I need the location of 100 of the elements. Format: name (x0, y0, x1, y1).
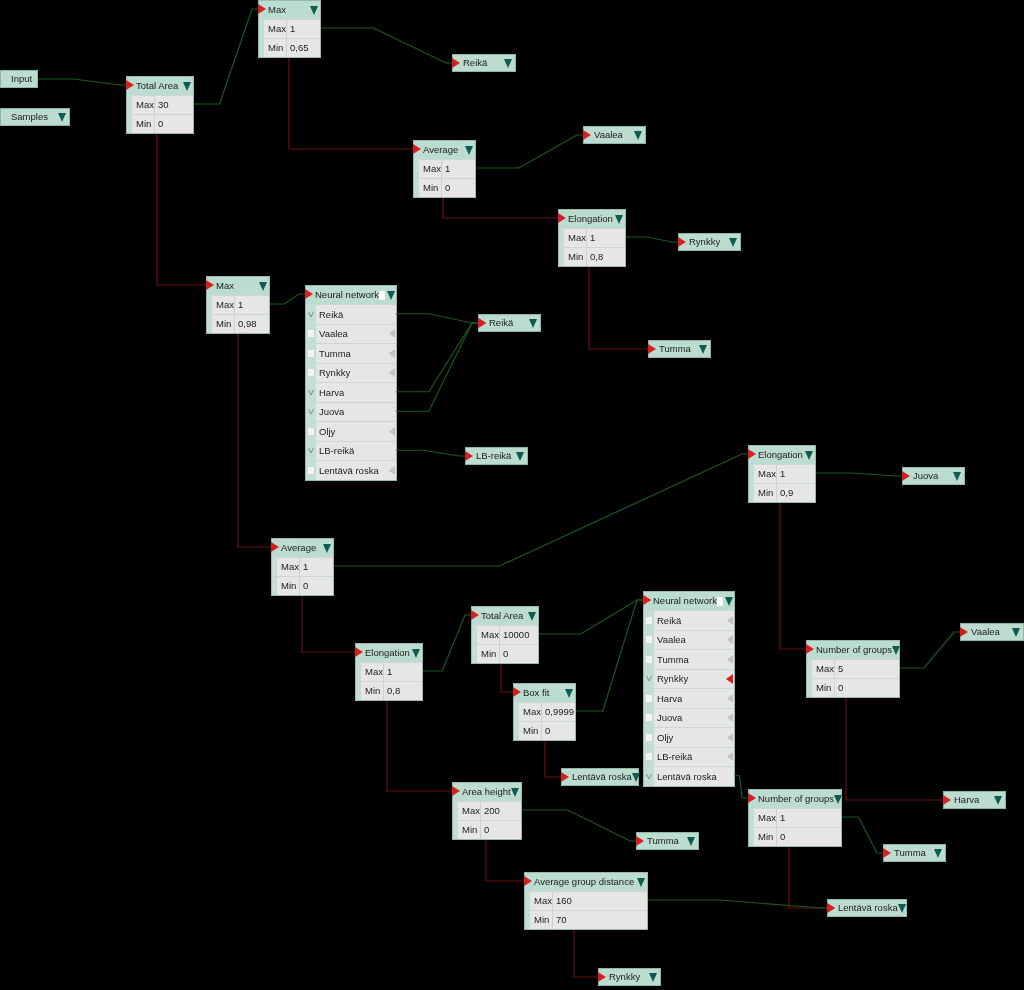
output-box (902, 467, 965, 485)
field-value: 1 (444, 164, 451, 174)
connector-arrow (237, 333, 279, 552)
connector-arrow (475, 130, 591, 169)
row-label: Harva (657, 693, 683, 703)
field-value: 0 (483, 825, 490, 835)
connector-arrow (422, 610, 479, 672)
filter-box (355, 643, 423, 701)
field-value: 0 (779, 832, 786, 842)
field-label: Min (277, 577, 300, 595)
field-label: Min (530, 911, 553, 929)
field-label: Min (212, 315, 235, 333)
connector-arrow (395, 318, 486, 412)
output-box (678, 233, 741, 251)
connector-arrow (301, 595, 363, 657)
output-row (644, 629, 734, 649)
node-label: Vaalea (594, 130, 623, 140)
field-value: 0,9999 (544, 707, 575, 717)
node-label: Tumma (659, 344, 691, 354)
connector-arrow (647, 899, 835, 913)
output-row (644, 707, 734, 727)
row-label: Oljy (319, 426, 336, 436)
connector-arrow (588, 266, 656, 354)
node-label: Lentävä roska (572, 772, 632, 782)
field-value: 5 (837, 664, 844, 674)
node-title: Average group distance (534, 877, 635, 887)
output-row (644, 766, 734, 786)
output-box (960, 623, 1024, 641)
connector-arrow (485, 839, 532, 886)
output-box (0, 70, 38, 88)
node-label: Vaalea (971, 627, 1000, 637)
connector-arrow (320, 27, 460, 68)
filter-box (748, 445, 816, 503)
filter-box (524, 872, 648, 930)
output-box (598, 968, 661, 986)
output-row (306, 440, 396, 460)
row-label: Tumma (319, 348, 351, 358)
node-title: Number of groups (816, 645, 893, 655)
output-box (943, 791, 1006, 809)
filter-box (452, 782, 522, 840)
connector-arrow (269, 289, 313, 305)
node-title: Max (216, 281, 234, 291)
node-title: Area height (462, 787, 511, 797)
field-value: 1 (302, 562, 309, 572)
field-value: 0 (302, 581, 309, 591)
connector-arrow (156, 133, 214, 290)
filter-box (126, 76, 194, 134)
node-label: Lentävä roska (838, 903, 898, 913)
connector-arrow (779, 502, 814, 654)
node-label: Rynkky (609, 972, 641, 982)
output-row (644, 688, 734, 708)
output-row (644, 727, 734, 747)
field-label: Min (361, 682, 384, 700)
node-label: Juova (913, 471, 939, 481)
field-value: 0,9 (779, 488, 794, 498)
connector-arrow (442, 197, 566, 223)
output-box (827, 899, 907, 917)
output-row (306, 401, 396, 421)
connector-arrow (845, 697, 951, 805)
connector-arrow (733, 775, 756, 803)
filter-box (513, 683, 576, 741)
node-title: Total Area (136, 81, 179, 91)
node-label: Samples (11, 112, 48, 122)
output-row (644, 649, 734, 669)
neural-network-box (305, 285, 397, 481)
field-label: Min (419, 179, 442, 197)
field-value: 0,8 (386, 686, 401, 696)
field-value: 1 (779, 469, 786, 479)
field-label: Min (519, 722, 542, 740)
output-row (644, 746, 734, 766)
output-box (648, 340, 711, 358)
filter-box (471, 606, 539, 664)
field-label: Min (754, 484, 777, 502)
output-box (883, 844, 946, 862)
row-label: Rynkky (319, 368, 351, 378)
neural-network-box (643, 591, 735, 787)
node-label: Tumma (894, 848, 926, 858)
field-value: 10000 (502, 630, 530, 640)
output-box (583, 126, 646, 144)
node-label: Harva (954, 795, 980, 805)
connector-arrow (386, 700, 460, 796)
connector-arrow (288, 57, 421, 154)
output-row (306, 382, 396, 402)
connector-arrow (500, 663, 521, 697)
connector-arrow (37, 78, 134, 90)
output-row (306, 304, 396, 324)
node-title: Box fit (523, 688, 550, 698)
field-value: 0,65 (289, 43, 309, 53)
row-label: Oljy (657, 732, 674, 742)
node-title: Average (423, 145, 459, 155)
field-label: Min (754, 828, 777, 846)
row-label: Reikä (319, 309, 344, 319)
field-value: 1 (779, 813, 786, 823)
field-label: Min (458, 821, 481, 839)
connector-arrow (815, 471, 910, 481)
connector-arrow (395, 449, 473, 461)
row-label: Rynkky (657, 674, 689, 684)
output-row (306, 421, 396, 441)
node-label: LB-reikä (476, 451, 512, 461)
filter-box (748, 789, 842, 847)
